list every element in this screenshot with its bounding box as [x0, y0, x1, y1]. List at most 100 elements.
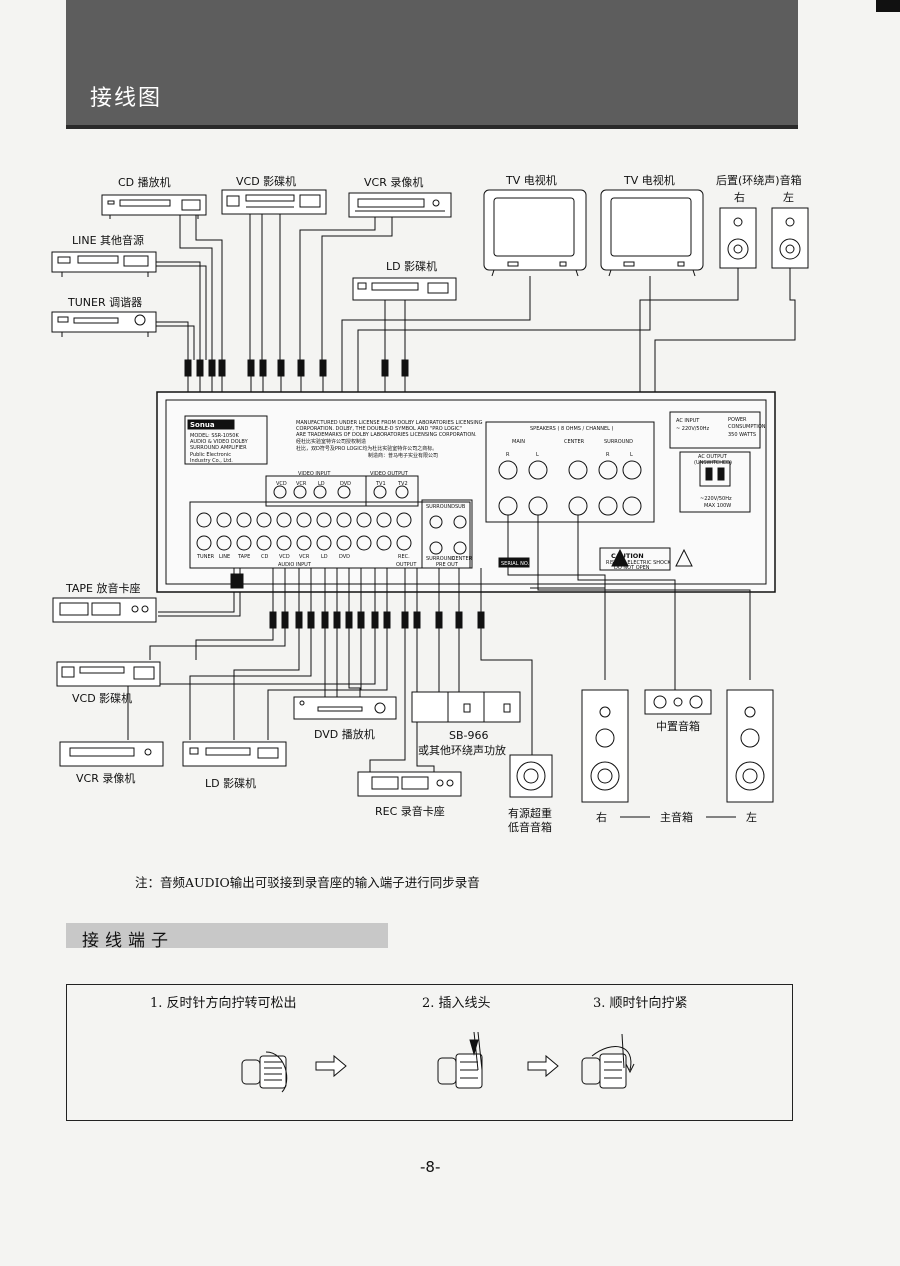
- label-subwoofer-2: 低音音箱: [508, 820, 552, 834]
- step-3: 3. 顺时针向拧紧: [593, 996, 688, 1011]
- label-video-out-jack: TV1: [375, 481, 386, 487]
- ld-player-bottom: [182, 741, 287, 767]
- rear-speaker-left: [771, 207, 809, 269]
- amp-license-line: 制造商：普马电子实业有限公司: [368, 452, 438, 459]
- tv-2: [600, 189, 704, 277]
- main-speaker-left: [726, 689, 774, 803]
- label-ac-output: AC OUTPUT: [698, 454, 728, 460]
- amp-license-line: ARE TRADEMARKS OF DOLBY LABORATORIES LIC…: [296, 432, 477, 438]
- sb-966-amplifier: [411, 691, 521, 723]
- label-speaker-l: L: [536, 452, 539, 458]
- label-video-jack: DVD: [340, 481, 351, 487]
- page-number: -8-: [420, 1158, 441, 1176]
- label-tv-2: TV 电视机: [623, 173, 675, 187]
- label-speaker-r: R: [506, 452, 510, 458]
- section-title: 接线端子: [82, 931, 174, 951]
- label-ac-input: AC INPUT: [676, 418, 700, 424]
- page-edge: [876, 0, 900, 12]
- label-tape: TAPE 放音卡座: [65, 581, 140, 595]
- label-power: POWER: [728, 417, 747, 423]
- label-pre-out-jack: SURROUND: [426, 504, 455, 510]
- vcd-player-top: [221, 189, 327, 215]
- label-speaker-group: CENTER: [564, 439, 585, 445]
- label-video-output: VIDEO OUTPUT: [370, 471, 409, 477]
- label-audio-jack: REC.: [398, 554, 410, 560]
- label-audio-jack: DVD: [339, 554, 350, 560]
- label-main: 主音箱: [660, 810, 693, 824]
- ld-player-top: [352, 277, 457, 301]
- label-serial: SERIAL NO.: [501, 561, 530, 567]
- label-speaker-group: MAIN: [512, 439, 525, 445]
- label-speaker-l: L: [630, 452, 633, 458]
- rear-speaker-right: [719, 207, 757, 269]
- label-ac-input: ~ 220V/50Hz: [676, 426, 710, 432]
- amp-model-line: SURROUND AMPLIFIER: [190, 445, 247, 451]
- label-audio-jack: TUNER: [196, 554, 215, 560]
- amp-model-line: MODEL: SSR-1050K: [190, 433, 239, 439]
- wiring-note: 注：音频AUDIO输出可驳接到录音座的输入端子进行同步录音: [135, 875, 480, 890]
- amp-license-line: 经杜比实验室特许公司授权制造: [296, 438, 366, 445]
- subwoofer: [509, 754, 553, 798]
- label-power: 350 WATTS: [728, 432, 756, 438]
- label-vcr-bottom: VCR 录像机: [76, 771, 135, 785]
- section-bar: [66, 923, 388, 948]
- steps-box: [66, 984, 793, 1121]
- label-main-left: 左: [746, 811, 757, 824]
- label-audio-jack: VCD: [279, 554, 290, 560]
- step-2: 2. 插入线头: [422, 996, 491, 1011]
- label-caution-sub: DO NOT OPEN: [614, 565, 650, 571]
- label-speakers: SPEAKERS ( 8 OHMS / CHANNEL ): [530, 426, 613, 432]
- label-audio-jack: VCR: [299, 554, 310, 560]
- center-speaker: [644, 689, 712, 715]
- vcd-player-bottom: [56, 661, 161, 687]
- label-rec: REC 录音卡座: [375, 804, 445, 818]
- vcr-bottom: [59, 741, 164, 767]
- rec-deck: [357, 771, 462, 797]
- label-video-jack: VCD: [276, 481, 287, 487]
- label-output: OUTPUT: [396, 562, 417, 568]
- label-speaker-r: R: [606, 452, 610, 458]
- amp-model-line: Industry Co., Ltd.: [190, 458, 233, 464]
- label-video-jack: VCR: [296, 481, 307, 487]
- dvd-player: [293, 696, 397, 720]
- step-1: 1. 反时针方向拧转可松出: [150, 996, 297, 1011]
- label-subwoofer-1: 有源超重: [508, 806, 552, 820]
- label-rear-left: 左: [783, 191, 794, 204]
- main-speaker-right: [581, 689, 629, 803]
- amp-brand: Sonua: [190, 421, 215, 429]
- label-video-input: VIDEO INPUT: [298, 471, 331, 477]
- tape-deck: [52, 597, 157, 623]
- label-video-jack: LD: [318, 481, 325, 487]
- label-vcr-top: VCR 录像机: [364, 175, 423, 189]
- amp-model-line: AUDIO & VIDEO DOLBY: [190, 439, 249, 445]
- audio-input-jacks: [196, 485, 467, 555]
- label-tuner: TUNER 调谐器: [67, 295, 142, 309]
- label-tv-1: TV 电视机: [505, 173, 557, 187]
- label-ac-output-rating: MAX 100W: [704, 503, 731, 509]
- label-audio-jack: CD: [261, 554, 268, 560]
- label-vcd-top: VCD 影碟机: [236, 174, 296, 188]
- label-pre-out-jack: SURROUND: [426, 556, 455, 562]
- vcr-top: [348, 192, 452, 218]
- label-main-right: 右: [596, 810, 607, 824]
- label-power: CONSUMPTION: [728, 424, 766, 430]
- label-pre-out-jack: CENTER: [452, 556, 473, 562]
- label-vcd-bottom: VCD 影碟机: [72, 691, 132, 705]
- tuner: [51, 311, 157, 337]
- label-dvd: DVD 播放机: [314, 727, 375, 741]
- label-pre-out: PRE OUT: [436, 562, 459, 568]
- label-audio-jack: LINE: [219, 554, 230, 560]
- label-pre-out-jack: SUB: [455, 504, 466, 510]
- label-sb-966: SB-966: [449, 729, 489, 742]
- label-rear-right: 右: [734, 190, 745, 204]
- label-center: 中置音箱: [656, 719, 700, 733]
- amplifier-rear-panel: [156, 391, 776, 593]
- label-video-out-jack: TV2: [397, 481, 408, 487]
- label-ac-output: (UNSWITCHED): [694, 460, 732, 466]
- label-ac-output-rating: ~220V/50Hz: [700, 496, 732, 502]
- amp-model-line: Public Electronic: [190, 452, 231, 458]
- label-ld-top: LD 影碟机: [386, 259, 437, 273]
- label-audio-jack: TAPE: [237, 554, 250, 560]
- label-cd: CD 播放机: [118, 175, 171, 189]
